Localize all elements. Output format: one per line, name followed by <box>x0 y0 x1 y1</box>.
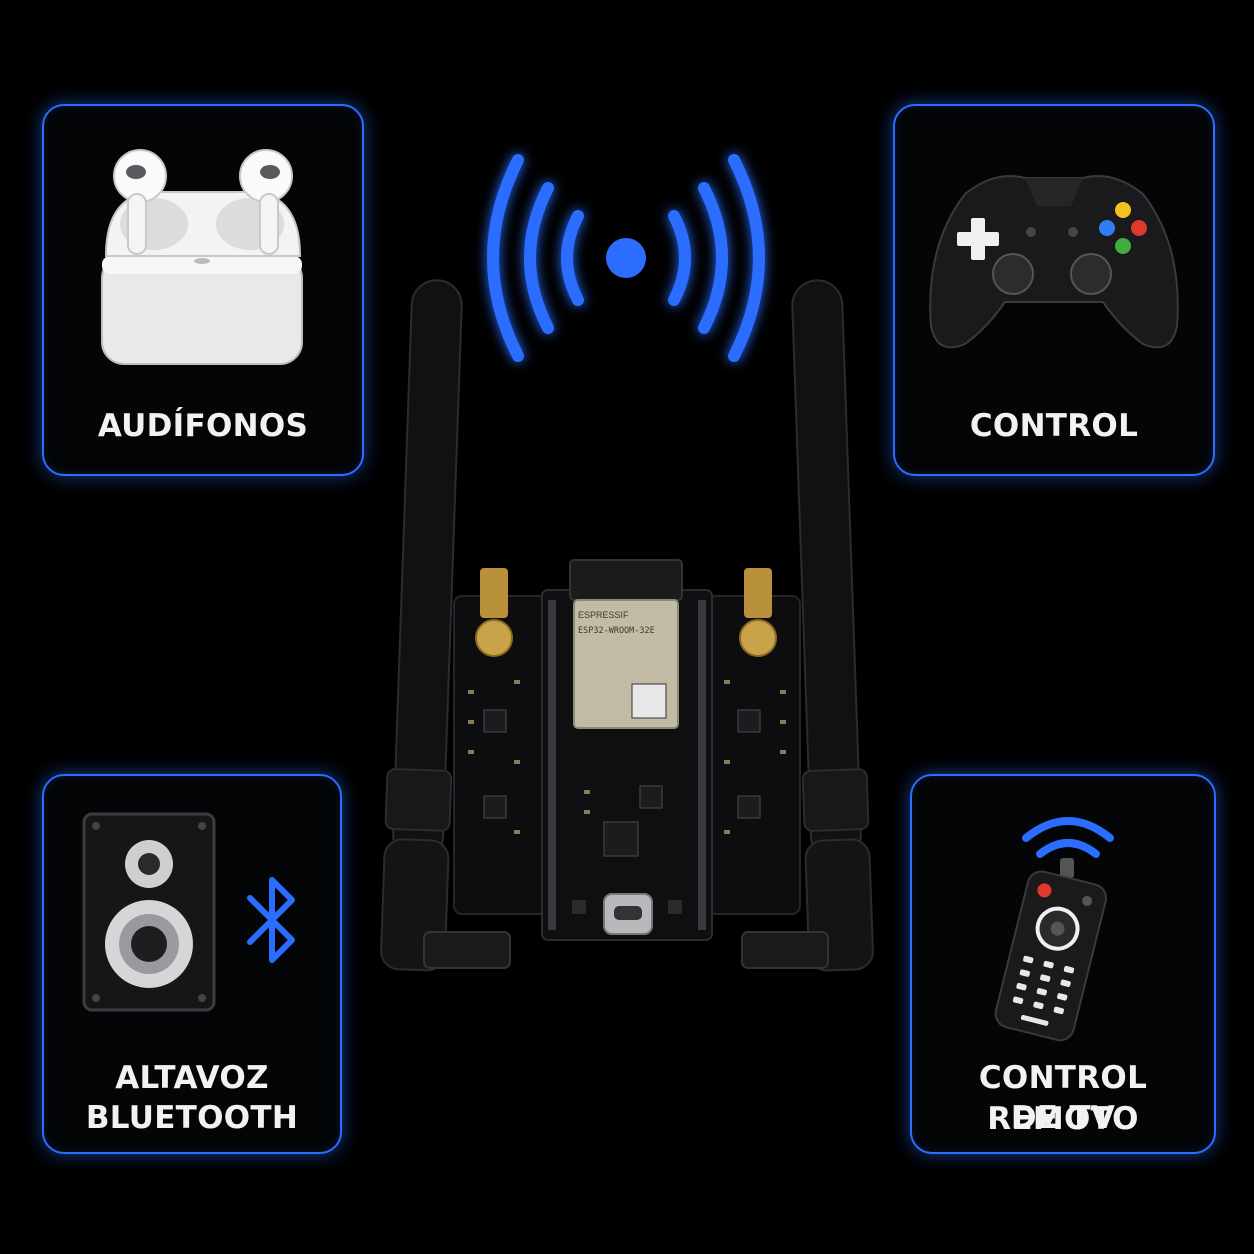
right-antenna-connector <box>741 931 829 969</box>
tv-remote-icon <box>994 817 1114 1042</box>
remote-label-line2: DE TV <box>1010 1100 1116 1136</box>
module-brand: ESPRESSIF <box>578 610 629 620</box>
module-model: ESP32-WROOM-32E <box>578 626 655 636</box>
left-antenna-connector <box>423 931 511 969</box>
remote-card: CONTROL REMOTO DE TV <box>910 774 1216 1154</box>
gamepad-icon <box>929 175 1179 349</box>
gamepad-card: CONTROL <box>893 104 1215 476</box>
wireless-signal-icon <box>487 154 765 362</box>
speaker-card: ALTAVOZ BLUETOOTH <box>42 774 342 1154</box>
right-antenna <box>791 279 874 990</box>
bluetooth-icon <box>247 877 295 963</box>
headphones-card: AUDÍFONOS <box>42 104 364 476</box>
remote-label-line1: CONTROL REMOTO <box>978 1060 1148 1137</box>
speaker-icon <box>82 812 216 1012</box>
gamepad-label: CONTROL <box>969 408 1139 444</box>
earbuds-case-icon <box>101 149 303 365</box>
speaker-label-line2: BLUETOOTH <box>85 1100 299 1136</box>
esp32-board-icon: ESPRESSIF ESP32-WROOM-32E <box>453 559 801 941</box>
headphones-label: AUDÍFONOS <box>97 408 309 444</box>
speaker-label-line1: ALTAVOZ <box>115 1060 269 1096</box>
left-antenna <box>380 279 463 990</box>
